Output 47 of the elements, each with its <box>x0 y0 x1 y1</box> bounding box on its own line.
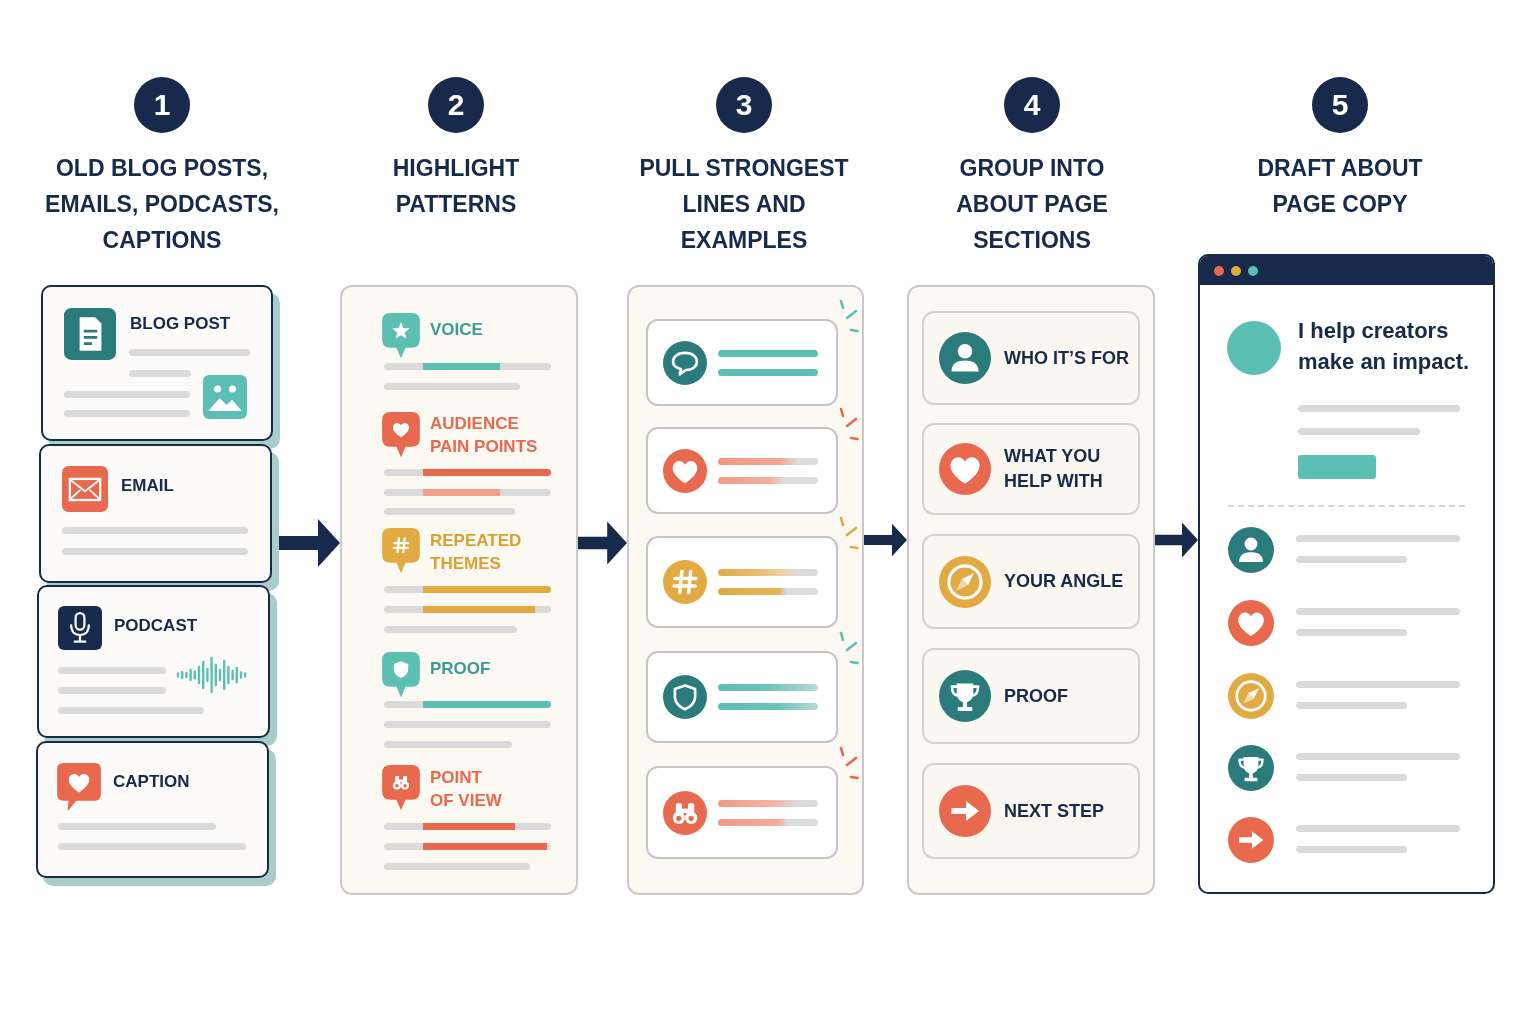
section-card <box>922 763 1140 859</box>
pattern-label: VOICE <box>430 319 484 341</box>
quote-card <box>646 766 838 859</box>
step-circle <box>428 77 484 133</box>
section-label: WHO IT’S FOR <box>1004 347 1130 370</box>
section-label: YOUR ANGLE <box>1004 570 1125 593</box>
section-label: PROOF <box>1004 685 1069 708</box>
section-card <box>922 311 1140 405</box>
card-title: BLOG POST <box>130 313 231 335</box>
pattern-label: PROOF <box>430 658 492 680</box>
arrow <box>578 521 627 565</box>
card-title: EMAIL <box>121 475 174 497</box>
quote-panel <box>627 285 864 895</box>
quote-card <box>646 651 838 743</box>
step-circle <box>1004 77 1060 133</box>
section-panel <box>907 285 1155 895</box>
step-number: 1 <box>153 88 171 122</box>
step-number: 3 <box>735 88 753 122</box>
page-headline: I help creators make an impact. <box>1298 317 1471 376</box>
section-card <box>922 534 1140 629</box>
arrow <box>864 523 907 557</box>
arrow <box>1155 522 1198 558</box>
step-heading: OLD BLOG POSTS, EMAILS, PODCASTS, CAPTIONS <box>44 154 280 255</box>
pattern-label: POINT OF VIEW <box>430 767 503 812</box>
step-number: 4 <box>1023 88 1041 122</box>
step-number: 2 <box>447 88 465 122</box>
pattern-label: REPEATED THEMES <box>430 530 523 575</box>
step-number: 5 <box>1331 88 1349 122</box>
step-heading: DRAFT ABOUT PAGE COPY <box>1256 154 1424 219</box>
pattern-label: AUDIENCE PAIN POINTS <box>430 413 539 458</box>
step-circle <box>1312 77 1368 133</box>
section-card <box>922 648 1140 744</box>
quote-card <box>646 536 838 628</box>
card-title: CAPTION <box>113 771 190 793</box>
step-heading: GROUP INTO ABOUT PAGE SECTIONS <box>955 154 1109 255</box>
section-label: WHAT YOU HELP WITH <box>1004 445 1104 493</box>
quote-card <box>646 427 838 514</box>
browser-window <box>1198 254 1495 894</box>
step-circle <box>716 77 772 133</box>
quote-card <box>646 319 838 406</box>
pattern-panel <box>340 285 578 895</box>
step-heading: PULL STRONGEST LINES AND EXAMPLES <box>638 154 850 255</box>
card-title: PODCAST <box>114 615 198 637</box>
section-label: NEXT STEP <box>1004 800 1106 823</box>
section-card <box>922 423 1140 515</box>
step-heading: HIGHLIGHT PATTERNS <box>391 154 521 219</box>
step-circle <box>134 77 190 133</box>
